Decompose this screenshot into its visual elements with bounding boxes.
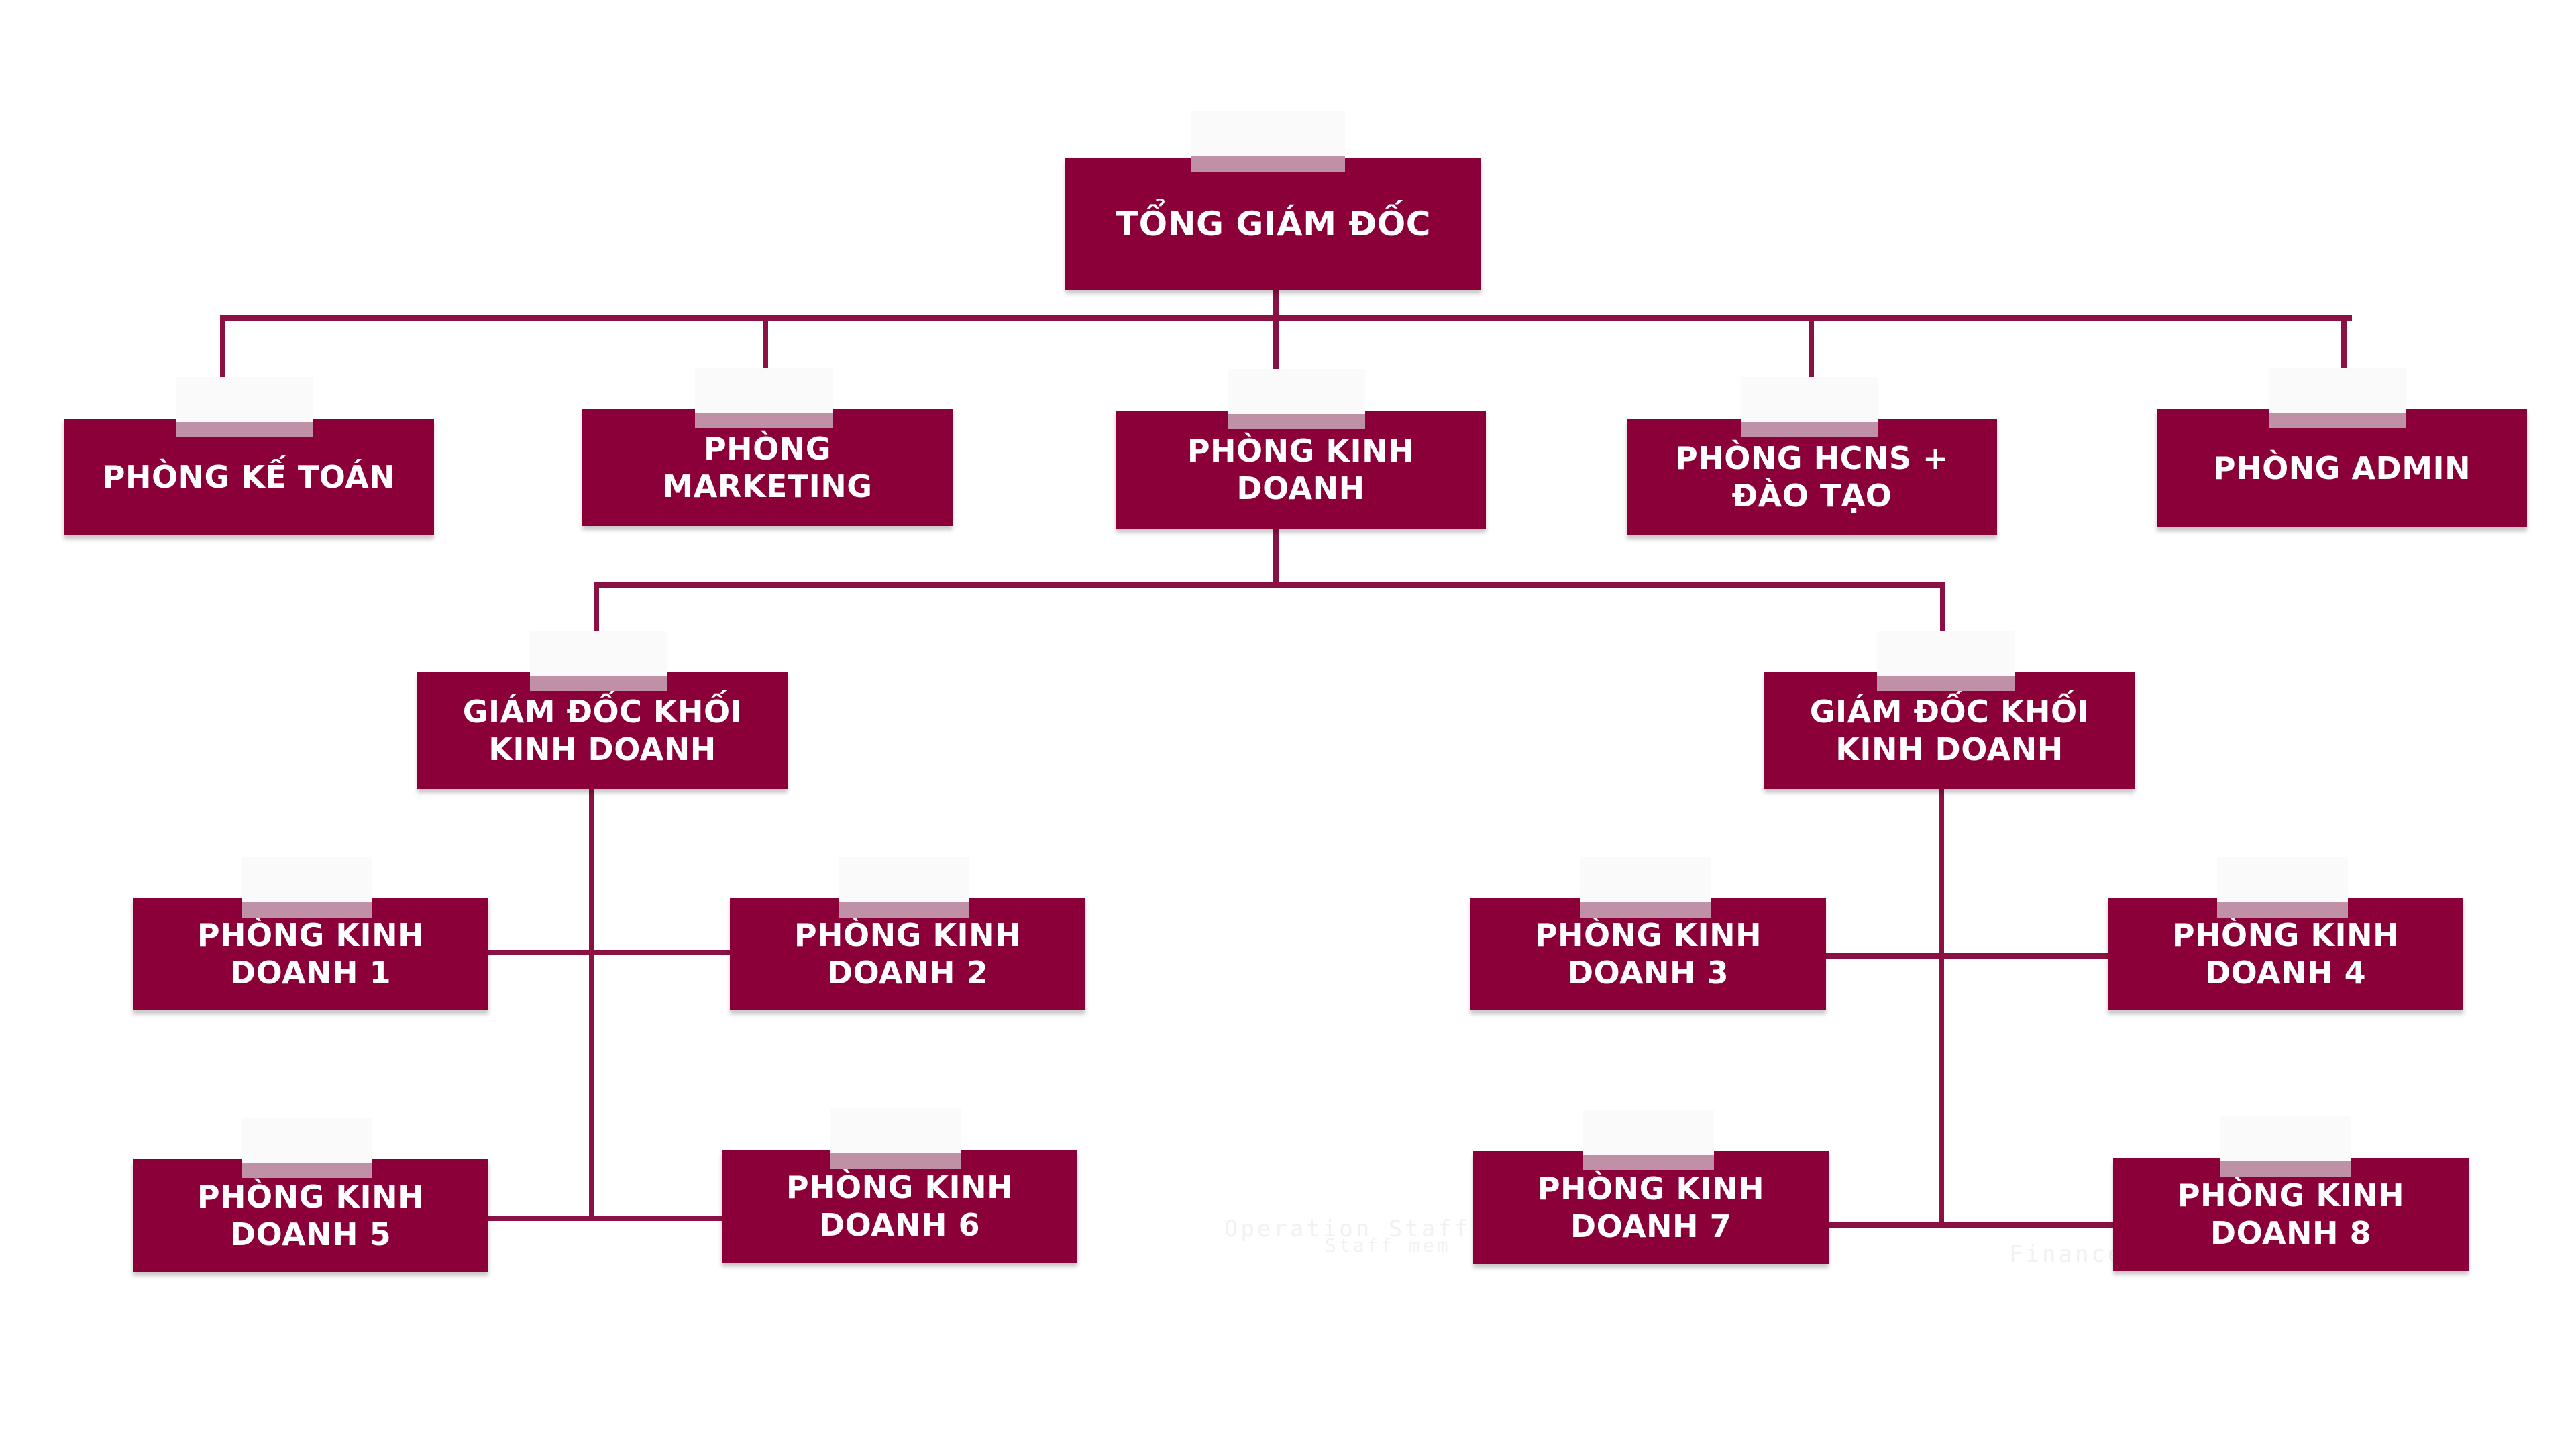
connector-to-marketing (763, 315, 768, 369)
ghost-label-finance: Finance (2009, 1241, 2125, 1268)
ghost-label-staff-mem: Staff mem (1325, 1234, 1451, 1256)
node-accounting: PHÒNG KẾ TOÁN (64, 419, 434, 535)
connector-to-director-left (594, 582, 599, 674)
tape-accounting (176, 377, 313, 437)
ghost-label-operation-staff: Operation Staff (1224, 1216, 1471, 1242)
tape-sales-director-right (1877, 631, 2015, 691)
connector-right-trunk (1939, 789, 1944, 1225)
connector-to-hr (1809, 315, 1814, 378)
tape-sales-dept-3 (1580, 857, 1711, 918)
node-hr-training: PHÒNG HCNS + ĐÀO TẠO (1627, 419, 1997, 535)
connector-top-horizontal (220, 315, 2352, 321)
node-sales-dept-5: PHÒNG KINH DOANH 5 (133, 1159, 488, 1272)
connector-right-row2 (1826, 1222, 2116, 1228)
node-sales: PHÒNG KINH DOANH (1116, 411, 1486, 529)
node-ceo: TỔNG GIÁM ĐỐC (1065, 158, 1481, 290)
tape-sales-dept-1 (241, 857, 372, 918)
tape-sales-dept-5 (241, 1118, 372, 1178)
node-sales-dept-6: PHÒNG KINH DOANH 6 (722, 1150, 1077, 1263)
node-admin: PHÒNG ADMIN (2157, 409, 2527, 527)
tape-sales (1228, 369, 1365, 429)
connector-sales-horizontal (594, 582, 1945, 588)
tape-sales-dept-7 (1583, 1110, 1714, 1170)
tape-hr-training (1741, 377, 1878, 437)
node-sales-dept-8: PHÒNG KINH DOANH 8 (2113, 1158, 2469, 1271)
tape-sales-dept-8 (2220, 1116, 2351, 1177)
tape-sales-dept-4 (2217, 857, 2348, 918)
node-marketing: PHÒNG MARKETING (582, 409, 953, 526)
tape-sales-dept-6 (830, 1108, 961, 1169)
connector-left-trunk (589, 789, 594, 1218)
connector-ceo-down (1273, 290, 1279, 318)
tape-marketing (695, 368, 833, 428)
connector-to-director-right (1940, 582, 1945, 674)
node-sales-dept-1: PHÒNG KINH DOANH 1 (133, 898, 488, 1010)
connector-to-sales (1273, 315, 1279, 370)
node-sales-dept-7: PHÒNG KINH DOANH 7 (1473, 1151, 1829, 1264)
connector-to-accounting (220, 315, 225, 377)
connector-left-row1 (486, 950, 732, 955)
node-sales-director-right: GIÁM ĐỐC KHỐI KINH DOANH (1764, 672, 2135, 789)
tape-sales-director-left (530, 631, 667, 691)
node-sales-director-left: GIÁM ĐỐC KHỐI KINH DOANH (417, 672, 788, 789)
tape-ceo (1191, 111, 1345, 172)
connector-right-row1 (1825, 953, 2110, 959)
tape-admin (2269, 368, 2406, 428)
tape-sales-dept-2 (839, 857, 969, 918)
connector-sales-down (1273, 529, 1279, 585)
connector-to-admin (2341, 315, 2347, 369)
connector-left-row2 (486, 1216, 725, 1221)
